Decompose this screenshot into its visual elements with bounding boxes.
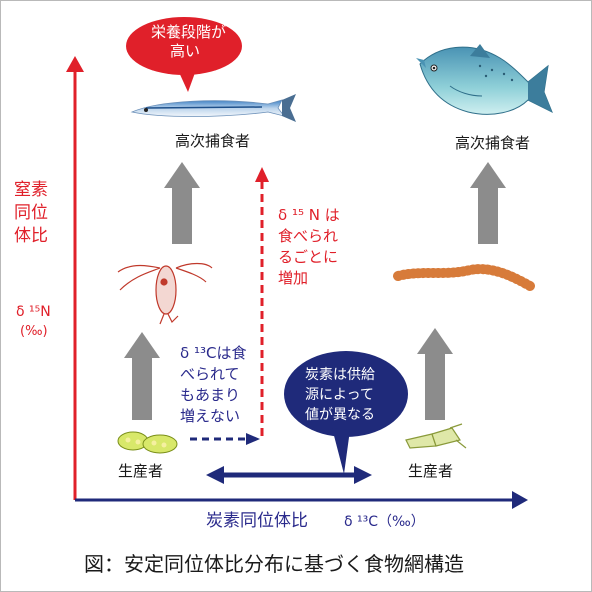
x-axis-label: 炭素同位体比: [206, 511, 308, 531]
trophic-arrow-left-upper: [164, 162, 200, 244]
speech-bubble-high-trophic: [126, 17, 242, 92]
predator-label-left: 高次捕食者: [175, 132, 251, 150]
producer-label-right: 生産者: [408, 462, 454, 480]
speech-bubble-carbon-source: [284, 351, 408, 474]
zooplankton-icon: [117, 262, 213, 325]
nitrogen-note-line3: るごとに: [278, 248, 339, 266]
x-axis: [75, 491, 528, 509]
nitrogen-note-line1: δ ¹⁵ N は: [278, 206, 340, 224]
polychaete-worm-icon: [393, 264, 535, 291]
salmon-fish-icon: [416, 44, 553, 115]
y-axis-label-3: 体比: [14, 226, 48, 246]
carbon-note-line2: べられて: [180, 365, 240, 383]
y-axis-label-2: 同位: [14, 203, 48, 223]
carbon-range-double-arrow: [206, 466, 372, 484]
y-axis-symbol: δ ¹⁵N: [16, 304, 51, 320]
source-bubble-line2: 源によって: [305, 387, 374, 403]
figure-caption: 図：安定同位体比分布に基づく食物網構造: [84, 552, 464, 576]
nitrogen-note-line4: 増加: [278, 269, 309, 287]
source-bubble-line3: 値が異なる: [305, 407, 375, 423]
trophic-arrow-right-upper: [470, 162, 506, 244]
y-axis-unit: (‰): [20, 324, 48, 339]
y-axis-label-1: 窒素: [14, 180, 48, 200]
saury-fish-icon: [130, 94, 296, 122]
predator-label-right: 高次捕食者: [455, 134, 531, 152]
source-bubble-line1: 炭素は供給: [305, 367, 375, 383]
speech-bubble-line1: 栄養段階が: [151, 23, 227, 41]
diatom-right-icon: [405, 423, 467, 449]
trophic-arrow-right-lower: [417, 328, 453, 420]
carbon-note-line3: もあまり: [180, 386, 241, 404]
phytoplankton-left-icon: [117, 431, 178, 454]
x-axis-symbol: δ ¹³C（‰）: [344, 514, 425, 530]
trophic-arrow-left-lower: [124, 332, 160, 420]
producer-label-left: 生産者: [118, 462, 164, 480]
speech-bubble-line2: 高い: [170, 42, 201, 60]
nitrogen-increase-arrow: [255, 167, 269, 436]
carbon-note-line4: 増えない: [180, 407, 241, 425]
carbon-note-line1: δ ¹³Cは食: [180, 344, 247, 362]
carbon-small-shift-arrow: [190, 433, 260, 445]
nitrogen-note-line2: 食べられ: [278, 227, 339, 245]
y-axis: [66, 56, 84, 500]
